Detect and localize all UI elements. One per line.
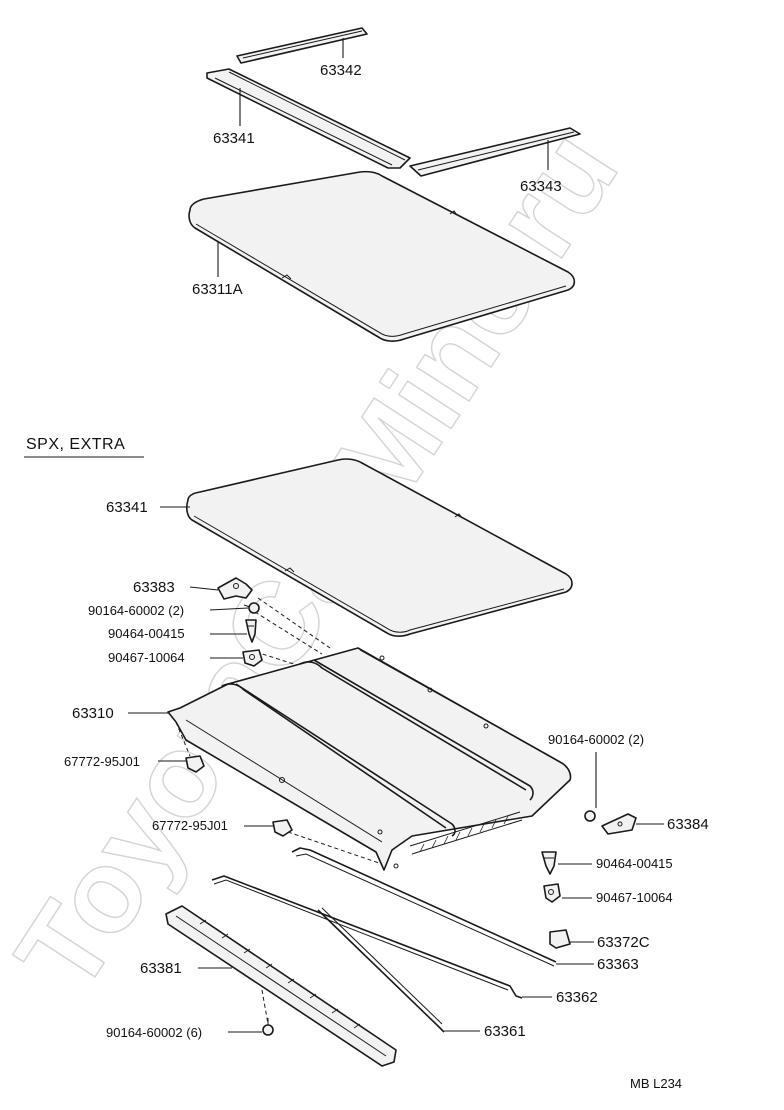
part-90467-grommet-right (543, 883, 561, 903)
part-63362-rod (211, 875, 523, 999)
label-63311A: 63311A (192, 281, 243, 298)
part-63310-headliner (167, 647, 572, 871)
part-67772-clip-a (185, 755, 205, 773)
label-90164-60002-2-right: 90164-60002 (2) (548, 732, 644, 747)
drawing-code: MB L234 (630, 1076, 682, 1091)
part-90164-screw-left (243, 602, 260, 614)
part-63341-rail (206, 68, 411, 169)
part-63384-bracket (601, 813, 637, 835)
label-63384: 63384 (667, 816, 709, 833)
label-63383: 63383 (133, 579, 175, 596)
part-63361-rod (317, 907, 445, 1033)
section-label: SPX, EXTRA (26, 436, 125, 453)
label-63361: 63361 (484, 1023, 526, 1040)
label-90467-10064-right: 90467-10064 (596, 890, 673, 905)
part-90164-screw-right (584, 810, 596, 822)
label-90464-00415-left: 90464-00415 (108, 626, 185, 641)
part-63383-bracket (217, 577, 253, 600)
part-63311A-panel (188, 170, 576, 342)
part-63342-strip (236, 27, 368, 64)
label-90467-10064-left: 90467-10064 (108, 650, 185, 665)
part-90464-clip-left (245, 619, 257, 643)
part-63341-panel (186, 458, 573, 637)
part-67772-clip-b (272, 819, 293, 837)
headliner-rear-weatherstrip (409, 811, 523, 855)
part-90467-grommet-left (242, 649, 263, 667)
label-63363: 63363 (597, 956, 639, 973)
label-63342: 63342 (320, 62, 362, 79)
label-63381: 63381 (140, 960, 182, 977)
part-90164-screw-6 (262, 1018, 274, 1036)
label-63372C: 63372C (597, 934, 650, 951)
label-63343: 63343 (520, 178, 562, 195)
label-67772-95J01-a: 67772-95J01 (64, 754, 140, 769)
label-63341-low: 63341 (106, 499, 148, 516)
label-90464-00415-right: 90464-00415 (596, 856, 673, 871)
part-63363-rod (291, 847, 557, 967)
label-63341-top: 63341 (213, 130, 255, 147)
part-63343-strip (409, 127, 581, 177)
label-63362: 63362 (556, 989, 598, 1006)
label-67772-95J01-b: 67772-95J01 (152, 818, 228, 833)
part-63372C-clip (549, 929, 571, 949)
label-90164-60002-6: 90164-60002 (6) (106, 1025, 202, 1040)
label-63310: 63310 (72, 705, 114, 722)
part-63381-trim (165, 905, 397, 1067)
part-90464-clip-right (541, 851, 557, 875)
label-90164-60002-2-left: 90164-60002 (2) (88, 603, 184, 618)
